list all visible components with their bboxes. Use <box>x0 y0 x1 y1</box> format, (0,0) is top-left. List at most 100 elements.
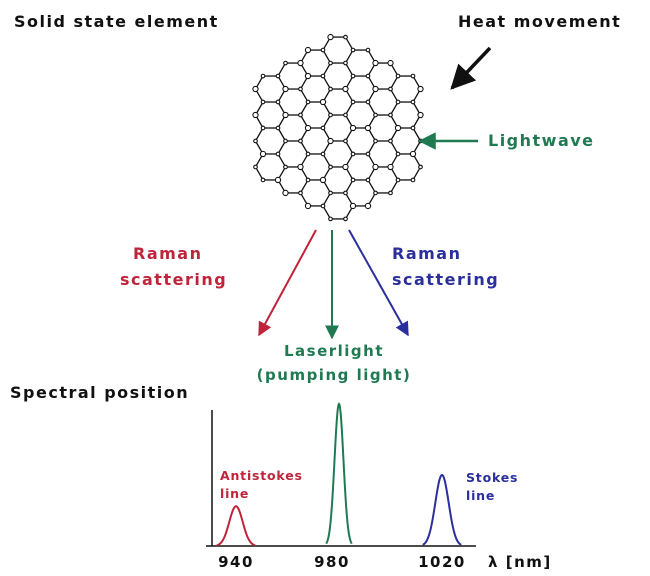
lattice-atom <box>320 125 326 131</box>
peak-980 <box>325 402 353 545</box>
lattice-bond <box>254 127 264 142</box>
lattice-atom <box>343 190 348 196</box>
lattice-atom <box>320 151 326 157</box>
lightwave-label: Lightwave <box>488 131 595 150</box>
x-axis-unit: λ [nm] <box>488 553 552 571</box>
lattice-atom <box>409 150 417 158</box>
lattice-bond <box>367 179 377 194</box>
lattice-atom <box>297 59 304 67</box>
lattice-atom <box>343 60 348 66</box>
lattice-atom <box>343 34 348 40</box>
raman-left-arrow <box>258 229 317 337</box>
lattice-atom <box>320 73 326 79</box>
lattice-bond <box>322 49 332 64</box>
lattice-atom <box>365 177 371 183</box>
lattice-atom <box>350 151 356 157</box>
lattice-atom <box>372 163 379 171</box>
lattice-atom <box>328 60 333 66</box>
lattice-atom <box>319 98 327 106</box>
lattice-atom <box>343 216 348 222</box>
laserlight-label-2: (pumping light) <box>256 366 412 384</box>
lattice-atom <box>373 112 378 118</box>
lattice-atom <box>259 150 267 158</box>
heat-arrow-icon <box>450 46 492 90</box>
lattice-atom <box>388 138 393 144</box>
lattice-atom <box>364 124 372 132</box>
lattice-bond <box>277 153 287 168</box>
lattice-atom <box>373 138 378 144</box>
lattice-atom <box>328 216 333 222</box>
lattice-atom <box>395 99 401 105</box>
lattice-atom <box>283 164 288 170</box>
lattice-atom <box>417 111 424 119</box>
stokes-label-2: line <box>466 488 496 503</box>
lattice-atom <box>274 176 282 184</box>
lattice-atom <box>387 163 394 171</box>
lattice-atom <box>305 99 311 105</box>
solid-state-element-label: Solid state element <box>14 12 219 31</box>
lattice-bond <box>344 62 354 77</box>
lattice-atom <box>253 138 258 144</box>
lattice-atom <box>365 73 371 79</box>
lattice-atom <box>260 177 266 183</box>
lattice-atom <box>304 46 312 54</box>
lattice-atom <box>252 111 259 119</box>
lattice-atom <box>395 177 401 183</box>
lattice-bond <box>344 49 354 64</box>
lattice-bond <box>389 179 399 194</box>
lattice-atom <box>418 164 423 170</box>
lattice-bond <box>412 166 422 181</box>
lattice-atom <box>350 47 356 53</box>
lattice-bond <box>299 179 309 194</box>
lattice-bond <box>344 179 354 194</box>
lattice-atom <box>305 177 311 183</box>
lattice-atom <box>328 86 333 92</box>
lattice-atom <box>297 163 304 171</box>
lattice-atom <box>319 176 327 184</box>
peak-1020 <box>422 473 462 546</box>
raman-right-arrow <box>348 229 409 337</box>
laserlight-label-1: Laserlight <box>283 342 385 360</box>
lattice-bond <box>322 62 332 77</box>
lattice-atom <box>304 202 312 210</box>
lattice-atom <box>304 72 312 80</box>
lattice-atom <box>305 151 311 157</box>
lattice-bond <box>389 75 399 90</box>
x-tick-940: 940 <box>218 553 254 571</box>
lattice-atom <box>410 177 416 183</box>
antistokes-label-1: Antistokes <box>220 468 303 483</box>
lattice-atom <box>328 112 333 118</box>
x-tick-1020: 1020 <box>418 553 466 571</box>
lattice-atom <box>372 59 379 67</box>
lattice-bond <box>254 166 264 181</box>
lattice-atom <box>260 99 266 105</box>
lattice-atom <box>372 85 379 93</box>
lattice-bond <box>389 88 399 103</box>
lattice-bond <box>322 114 332 129</box>
lattice-atom <box>275 73 281 79</box>
lattice-atom <box>327 33 334 41</box>
lattice-atom <box>388 190 393 196</box>
lattice-atom <box>282 189 289 197</box>
lattice-bond <box>322 205 332 220</box>
stokes-label-1: Stokes <box>466 470 519 485</box>
lattice-bond <box>344 101 354 116</box>
lattice-atom <box>275 99 281 105</box>
heat-movement-label: Heat movement <box>458 12 622 31</box>
lattice-atom <box>343 112 348 118</box>
lattice-atom <box>342 163 349 171</box>
lattice-atom <box>283 138 288 144</box>
lattice-atom <box>328 190 333 196</box>
lattice-atom <box>320 203 326 209</box>
lattice-atom <box>373 190 378 196</box>
lattice-atom <box>350 99 356 105</box>
lattice-atom <box>388 112 393 118</box>
lattice-bond <box>344 140 354 155</box>
raman-left-label-2: scattering <box>120 270 228 289</box>
lattice-atom <box>282 85 289 93</box>
lattice-atom <box>275 151 281 157</box>
lattice-atom <box>328 164 333 170</box>
lattice-atom <box>387 59 394 67</box>
